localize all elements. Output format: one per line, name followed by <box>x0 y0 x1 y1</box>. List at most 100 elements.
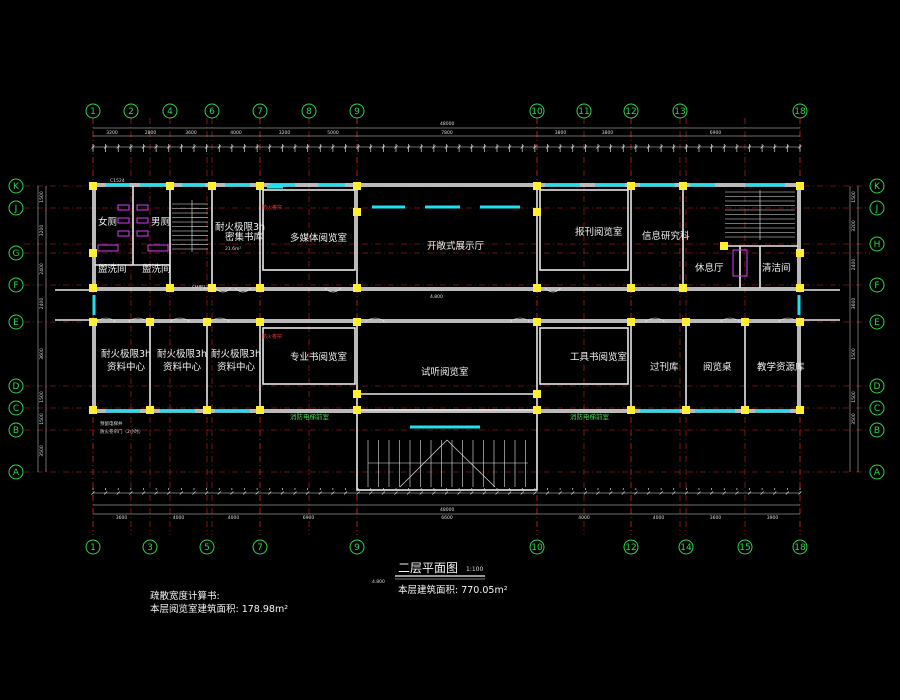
svg-text:4: 4 <box>167 107 173 117</box>
svg-text:E: E <box>874 318 880 328</box>
room-exhibition-hall: 开敞式展示厅 <box>427 240 485 252</box>
svg-text:F: F <box>13 281 18 291</box>
axis-bottom-18: 18 <box>792 539 808 555</box>
corridor-note-right: 消防电梯前室 <box>570 412 610 421</box>
bottom-total-dim: 48000 <box>440 507 454 513</box>
axis-top-9: 9 <box>349 103 365 119</box>
svg-text:2: 2 <box>128 107 134 117</box>
right-dim-3: 3600 <box>851 298 857 310</box>
axis-right-D: D <box>869 378 885 394</box>
svg-text:15: 15 <box>739 543 750 553</box>
svg-text:12: 12 <box>625 107 636 117</box>
top-dim-7: 3800 <box>555 130 567 136</box>
top-dim-0: 3200 <box>106 130 118 136</box>
bottom-dim-0: 3600 <box>116 515 128 521</box>
red-note-south: 防火卷帘 <box>262 333 282 340</box>
room-fire-rating-1: 耐火极限3h <box>101 348 151 360</box>
axis-bottom-15: 15 <box>737 539 753 555</box>
axis-top-7: 7 <box>252 103 268 119</box>
drawing-title: 二层平面图 <box>398 561 458 575</box>
corridor-note-left: 消防电梯前室 <box>290 412 330 421</box>
column-20 <box>146 318 154 326</box>
axis-bottom-3: 3 <box>142 539 158 555</box>
svg-text:18: 18 <box>794 107 806 117</box>
bottom-dim-2: 4000 <box>228 515 240 521</box>
column-10 <box>533 182 541 190</box>
room-newspaper: 报刊阅览室 <box>575 226 623 238</box>
right-dim-2: 2400 <box>851 259 857 271</box>
column-6 <box>256 182 264 190</box>
room-cleaning: 清洁间 <box>762 262 791 274</box>
column-33 <box>682 406 690 414</box>
left-dim-0: 1500 <box>39 191 45 203</box>
column-16 <box>796 182 804 190</box>
column-30 <box>627 318 635 326</box>
room-teaching-resources: 教学资源库 <box>757 361 805 373</box>
axis-grid-lines <box>24 118 870 535</box>
column-21 <box>146 406 154 414</box>
svg-text:9: 9 <box>354 107 360 117</box>
room-archive-2: 资料中心 <box>163 361 202 373</box>
column-39 <box>533 208 541 216</box>
svg-text:1: 1 <box>90 543 96 553</box>
right-dim-6: 3500 <box>851 413 857 425</box>
svg-text:A: A <box>13 468 20 478</box>
column-40 <box>353 390 361 398</box>
window-tag: C1524 <box>110 178 125 184</box>
axis-bottom-7: 7 <box>252 539 268 555</box>
door-swings <box>95 287 799 323</box>
building-walls <box>55 183 840 491</box>
column-15 <box>679 284 687 292</box>
axis-left-G: G <box>8 245 24 261</box>
left-dim-6: 1500 <box>39 413 45 425</box>
svg-text:B: B <box>874 426 880 436</box>
right-dim-5: 1500 <box>851 391 857 403</box>
column-12 <box>627 182 635 190</box>
calc-heading: 疏散宽度计算书: <box>150 590 220 602</box>
svg-text:F: F <box>874 281 879 291</box>
axis-left-E: E <box>8 314 24 330</box>
axis-top-4: 4 <box>162 103 178 119</box>
bottom-dim-1: 4000 <box>173 515 185 521</box>
room-lounge: 休息厅 <box>695 262 724 274</box>
axis-left-K: K <box>8 178 24 194</box>
svg-text:6: 6 <box>209 107 215 117</box>
top-dim-1: 2800 <box>145 130 157 136</box>
title-block: 二层平面图 1:100 本层建筑面积: 770.05m² 疏散宽度计算书: 本层… <box>150 561 508 615</box>
room-info-research: 信息研究科 <box>642 230 690 242</box>
column-31 <box>627 406 635 414</box>
column-5 <box>208 284 216 292</box>
left-dim-4: 3600 <box>39 348 45 360</box>
top-dim-3: 4000 <box>230 130 242 136</box>
left-note: 预留电梯井 <box>100 420 123 427</box>
svg-text:A: A <box>874 468 881 478</box>
axis-top-18: 18 <box>792 103 808 119</box>
svg-text:7: 7 <box>257 543 263 553</box>
column-22 <box>203 318 211 326</box>
room-fire-rating-3: 耐火极限3h <box>211 348 261 360</box>
axis-left-C: C <box>8 400 24 416</box>
room-women-toilet: 女厕 <box>98 216 117 228</box>
structural-columns <box>89 182 804 414</box>
column-25 <box>256 406 264 414</box>
column-8 <box>353 182 361 190</box>
column-11 <box>533 284 541 292</box>
column-27 <box>353 406 361 414</box>
axis-top-13: 13 <box>672 103 688 119</box>
svg-text:B: B <box>13 426 19 436</box>
room-dense-stacks: 密集书库 <box>225 231 264 243</box>
bottom-dim-5: 4000 <box>578 515 590 521</box>
axis-left-A: A <box>8 464 24 480</box>
axis-bottom-14: 14 <box>678 539 694 555</box>
svg-text:10: 10 <box>531 543 543 553</box>
top-dim-9: 6900 <box>710 130 722 136</box>
room-fire-rating-north: 耐火极限3h <box>215 221 265 233</box>
door-tag: FM甲1224 <box>192 285 215 291</box>
svg-text:K: K <box>13 182 20 192</box>
column-0 <box>89 182 97 190</box>
room-back-issues: 过刊库 <box>650 361 679 373</box>
svg-text:8: 8 <box>306 107 312 117</box>
column-34 <box>741 318 749 326</box>
